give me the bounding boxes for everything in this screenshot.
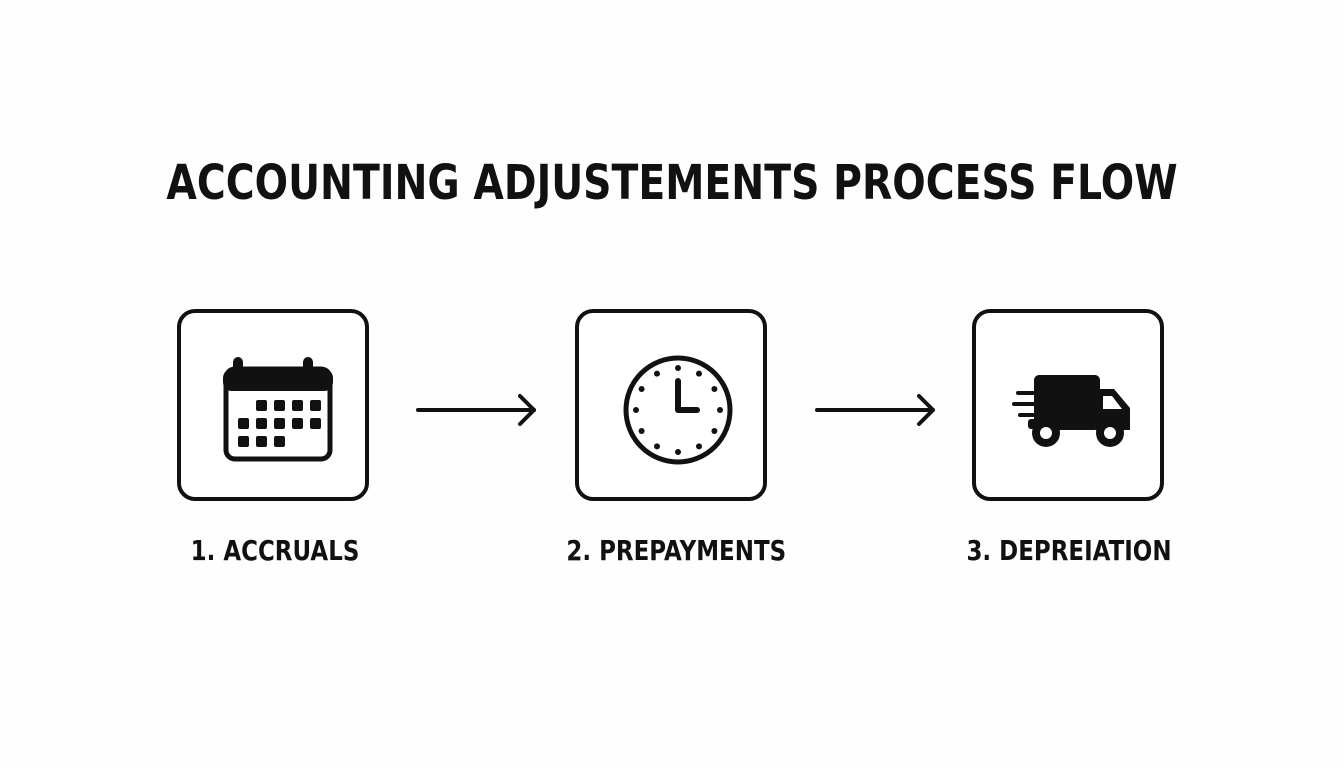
clock-icon <box>623 355 733 465</box>
step-box-prepayments <box>575 309 767 501</box>
arrow-icon <box>416 394 536 426</box>
step-label-prepayments: 2. PREPAYMENTS <box>566 534 787 567</box>
diagram-title: ACCOUNTING ADJUSTEMENTS PROCESS FLOW <box>166 155 1178 211</box>
step-label-depreiation: 3. DEPREIATION <box>966 534 1172 567</box>
step-label-accruals: 1. ACCRUALS <box>190 534 360 567</box>
arrow-icon <box>815 394 935 426</box>
delivery-truck-icon <box>1012 375 1130 447</box>
step-box-depreiation <box>972 309 1164 501</box>
calendar-icon <box>223 357 333 462</box>
step-box-accruals <box>177 309 369 501</box>
